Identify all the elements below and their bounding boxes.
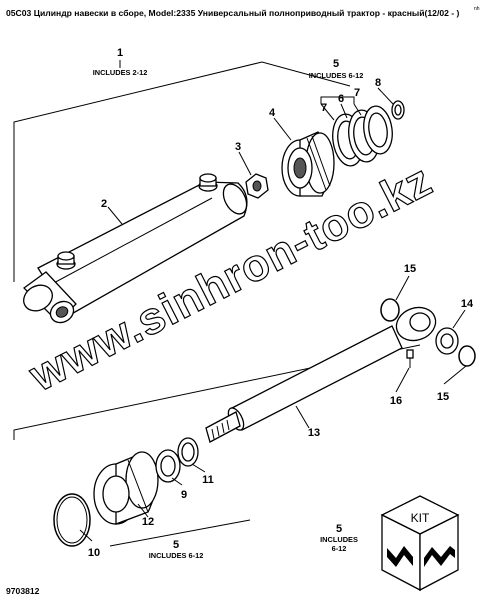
callout-9: 9 bbox=[181, 489, 187, 501]
callout-7a: 7 bbox=[321, 102, 327, 114]
callout-8: 8 bbox=[375, 77, 381, 89]
callout-16: 16 bbox=[390, 395, 402, 407]
callout-5-top-note: INCLUDES 6-12 bbox=[309, 71, 364, 80]
callout-6: 6 bbox=[338, 93, 344, 105]
assembly-bracket-bottom bbox=[13, 344, 421, 547]
kit-label: KIT bbox=[411, 511, 430, 525]
callout-7b: 7 bbox=[354, 87, 360, 99]
callout-14: 14 bbox=[461, 298, 474, 310]
gland bbox=[93, 451, 159, 525]
callout-3: 3 bbox=[235, 141, 241, 153]
drawing-number: 9703812 bbox=[6, 586, 40, 596]
callout-5-top: 5 bbox=[333, 58, 339, 70]
callout-5-bottom-note: INCLUDES 6-12 bbox=[149, 551, 204, 560]
diagram-title: 05C03 Цилиндр навески в сборе, Model:233… bbox=[6, 8, 460, 18]
callout-5-kit-note-line1: INCLUDES bbox=[320, 535, 358, 544]
callout-13: 13 bbox=[308, 427, 320, 439]
kit-box-icon: KIT bbox=[380, 495, 460, 592]
rod-eye-bushing bbox=[435, 327, 459, 355]
callout-1-note: INCLUDES 2-12 bbox=[93, 68, 148, 77]
cylinder-barrel bbox=[23, 173, 248, 324]
wiper-seal bbox=[177, 437, 199, 467]
snap-ring-left bbox=[380, 298, 400, 322]
piston-seal-set bbox=[332, 105, 393, 167]
piston bbox=[281, 131, 335, 197]
callout-11: 11 bbox=[202, 474, 214, 486]
grease-fitting bbox=[406, 349, 414, 368]
callout-5-kit: 5 bbox=[336, 523, 342, 535]
callout-15b: 15 bbox=[437, 391, 449, 403]
hex-nut bbox=[245, 173, 269, 199]
callout-2: 2 bbox=[101, 198, 107, 210]
piston-rod bbox=[205, 306, 437, 443]
leader-lines bbox=[79, 60, 467, 542]
callout-5-bottom: 5 bbox=[173, 539, 179, 551]
callout-4: 4 bbox=[269, 107, 276, 119]
assembly-bracket-top bbox=[13, 61, 351, 282]
callout-15a: 15 bbox=[404, 263, 416, 275]
rod-seal bbox=[155, 449, 181, 483]
callout-10: 10 bbox=[88, 547, 100, 559]
corner-mark: nh bbox=[474, 6, 480, 12]
o-ring bbox=[53, 493, 91, 547]
snap-ring-right bbox=[458, 345, 476, 367]
callout-5-kit-note-line2: 6-12 bbox=[332, 544, 347, 553]
wear-ring bbox=[391, 100, 405, 120]
callout-1: 1 bbox=[117, 47, 123, 59]
callout-12: 12 bbox=[142, 516, 154, 528]
